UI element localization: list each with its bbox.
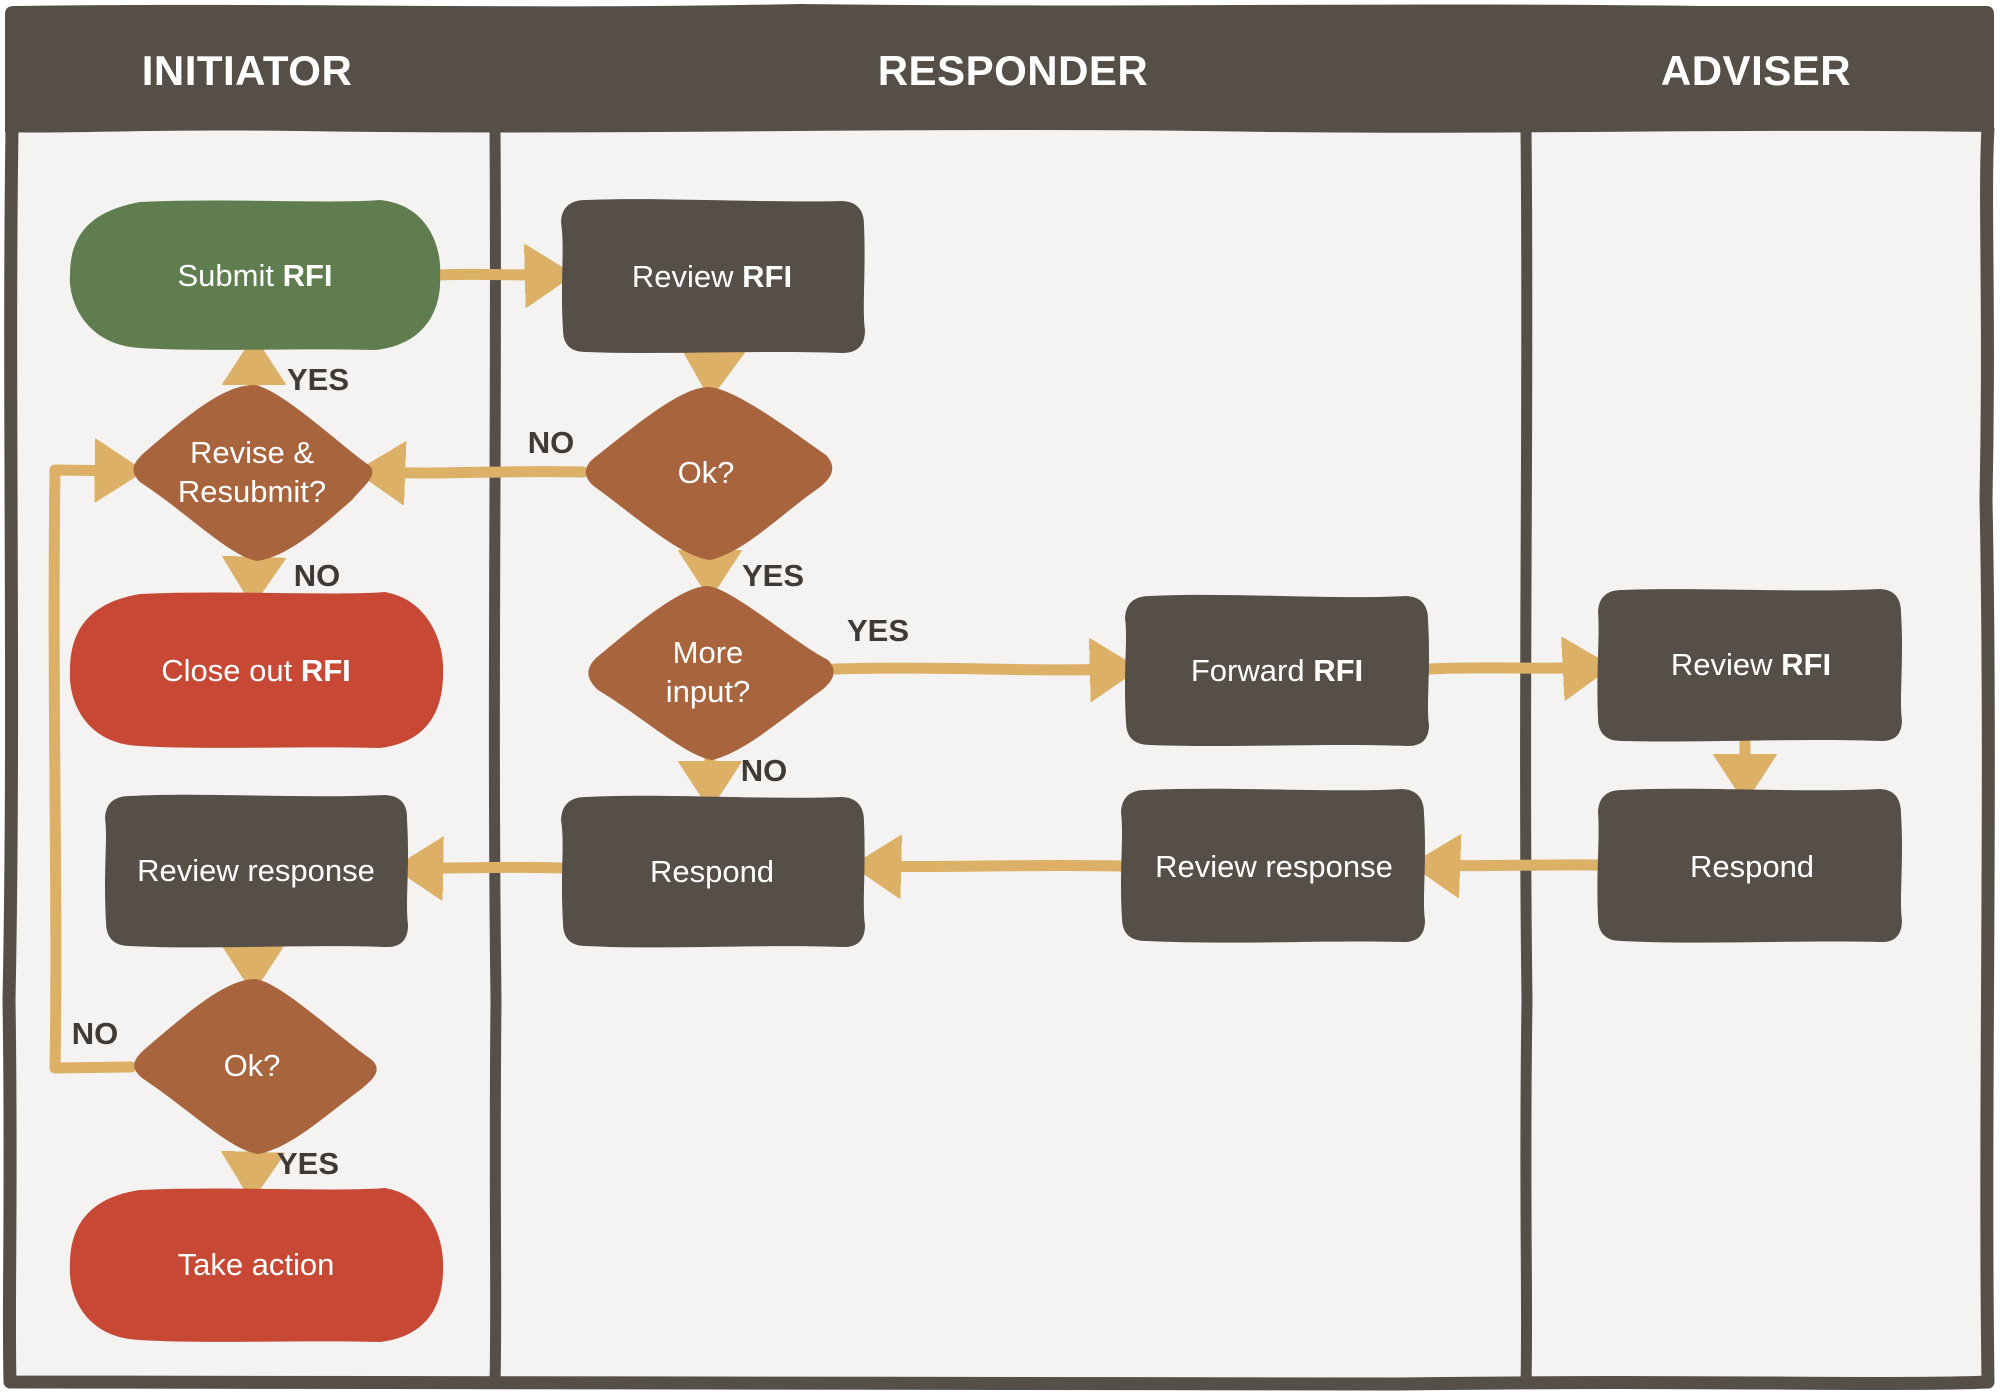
svg-text:Respond: Respond — [1690, 849, 1814, 884]
node-label-bold: RFI — [742, 259, 792, 294]
arrow-forward-to-adviser — [1423, 667, 1598, 669]
node-label: Respond — [650, 854, 774, 889]
node-close-out-rfi[interactable]: Close out RFI — [69, 592, 444, 748]
node-responder-review-rfi[interactable]: Review RFI — [561, 199, 865, 353]
node-label: Ok? — [224, 1048, 281, 1083]
end-terminator-shape — [69, 1188, 444, 1342]
arrow-revise-no-to-close — [253, 555, 254, 592]
edge-label-revise-yes: YES — [287, 362, 349, 397]
process-box-shape — [561, 199, 865, 353]
lane-title-initiator: INITIATOR — [142, 47, 353, 94]
node-label-bold: RFI — [1313, 653, 1363, 688]
svg-text:Respond: Respond — [650, 854, 774, 889]
node-forward-rfi[interactable]: Forward RFI — [1125, 594, 1429, 747]
arrow-more-yes-to-forward — [829, 668, 1125, 670]
arrow-review-to-ok — [711, 347, 713, 385]
node-label-bold: RFI — [283, 258, 333, 293]
process-box-shape — [1125, 594, 1429, 747]
svg-text:Close out RFI: Close out RFI — [161, 653, 351, 688]
process-box-shape — [105, 794, 408, 948]
node-label: Take action — [178, 1247, 335, 1282]
header-bar — [5, 4, 1994, 133]
svg-text:Take action: Take action — [178, 1247, 335, 1282]
node-adviser-respond[interactable]: Respond — [1597, 788, 1902, 943]
edge-label-more-no: NO — [741, 753, 788, 788]
lane-divider-2 — [1520, 129, 1533, 1385]
decision-diamond-shape — [134, 979, 377, 1154]
lane-title-responder: RESPONDER — [878, 47, 1149, 94]
node-label: Revise & — [190, 435, 314, 470]
arrow-adviser-respond-to-review-response — [1425, 865, 1604, 866]
node-label-bold: RFI — [1781, 647, 1831, 682]
edge-label-initiator-ok-yes: YES — [277, 1146, 339, 1181]
node-label: Respond — [1690, 849, 1814, 884]
start-terminator-shape — [69, 200, 441, 350]
lane-divider-1 — [488, 129, 502, 1385]
process-box-shape — [561, 795, 865, 948]
node-label: Review response — [137, 853, 375, 888]
node-label: Close out — [161, 653, 301, 688]
process-box-shape — [1597, 788, 1902, 943]
node-label: Forward — [1191, 653, 1313, 688]
node-more-input[interactable]: More input? — [588, 586, 834, 760]
decision-diamond-shape — [133, 385, 373, 561]
node-take-action[interactable]: Take action — [69, 1188, 444, 1342]
svg-text:Forward RFI: Forward RFI — [1191, 653, 1363, 688]
node-label: Review — [1671, 647, 1781, 682]
node-submit-rfi[interactable]: Submit RFI — [69, 200, 441, 350]
edge-label-revise-no: NO — [294, 558, 341, 593]
node-label: Review — [632, 259, 742, 294]
node-label: Ok? — [678, 455, 735, 490]
svg-text:Review RFI: Review RFI — [1671, 647, 1831, 682]
arrow-ok-no-loop-to-revise — [48, 470, 131, 1074]
node-label-line-2: input? — [666, 674, 750, 709]
end-terminator-shape — [69, 592, 444, 748]
svg-text:Review response: Review response — [1155, 849, 1393, 884]
node-adviser-review-rfi[interactable]: Review RFI — [1597, 589, 1902, 742]
edge-label-ok-yes: YES — [742, 558, 804, 593]
decision-diamond-shape — [585, 387, 833, 560]
node-initiator-ok[interactable]: Ok? — [134, 979, 377, 1154]
edge-label-ok-no: NO — [528, 425, 575, 460]
arrow-review-response-to-respond — [866, 865, 1127, 866]
svg-text:Review response: Review response — [137, 853, 375, 888]
node-responder-ok[interactable]: Ok? — [585, 387, 833, 560]
decision-diamond-shape — [588, 586, 834, 760]
arrow-ok-yes-to-take-action — [252, 1148, 253, 1187]
edge-label-more-yes: YES — [847, 613, 909, 648]
outer-border — [2, 127, 1995, 1391]
node-responder-review-response[interactable]: Review response — [1121, 788, 1425, 943]
node-revise-resubmit[interactable]: Revise & Resubmit? — [133, 385, 373, 561]
arrow-submit-to-review — [434, 274, 560, 275]
arrow-respond-to-initiator-review — [408, 867, 567, 868]
node-label: Review response — [1155, 849, 1393, 884]
svg-text:Review RFI: Review RFI — [632, 259, 792, 294]
node-responder-respond[interactable]: Respond — [561, 795, 865, 948]
process-box-shape — [1597, 589, 1902, 742]
node-label-bold: RFI — [301, 653, 351, 688]
arrow-ok-no-to-revise — [370, 472, 589, 473]
node-label-line-2: Resubmit? — [178, 474, 326, 509]
node-initiator-review-response[interactable]: Review response — [105, 794, 408, 948]
node-label: Submit — [177, 258, 282, 293]
node-label: More — [673, 635, 744, 670]
lane-title-adviser: ADVISER — [1661, 47, 1851, 94]
svg-text:Submit RFI: Submit RFI — [177, 258, 332, 293]
edge-label-initiator-ok-no: NO — [72, 1016, 119, 1051]
process-box-shape — [1121, 788, 1425, 943]
